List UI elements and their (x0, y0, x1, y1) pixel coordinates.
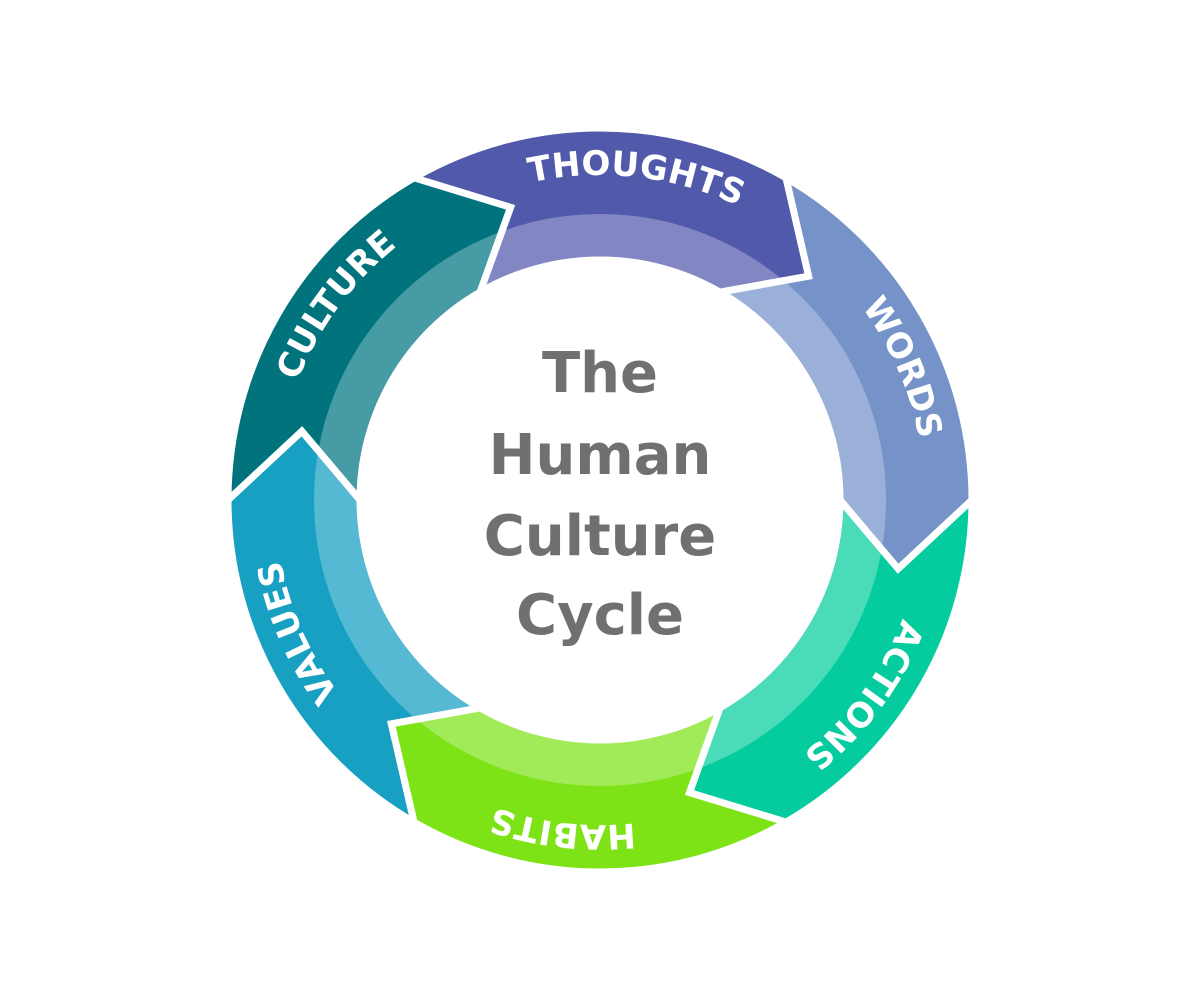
segment-values-inner-band (314, 431, 480, 786)
segment-culture (224, 174, 516, 510)
segment-habits-inner-band (391, 707, 786, 786)
segment-words-inner-band (720, 214, 886, 569)
segment-thoughts-inner-band (414, 214, 809, 293)
center-title: The Human Culture Cycle (484, 341, 716, 648)
title-line-2: Human (489, 423, 712, 488)
center-circle (362, 262, 838, 738)
segment-culture-border (224, 174, 516, 510)
title-line-4: Cycle (516, 583, 684, 648)
cycle-ring (224, 124, 976, 876)
title-line-1: The (542, 341, 658, 406)
title-line-3: Culture (484, 504, 716, 569)
